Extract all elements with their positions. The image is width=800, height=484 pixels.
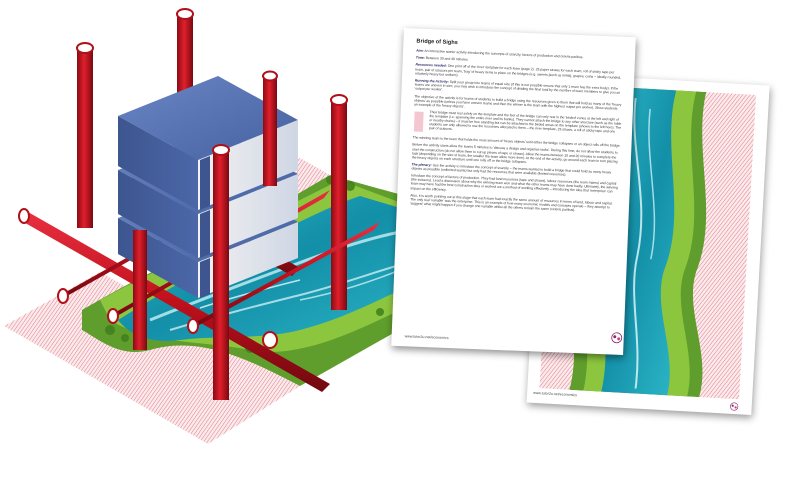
time-text: Between 30 and 40 minutes bbox=[425, 56, 468, 62]
birded-zone-swatch bbox=[413, 111, 424, 132]
worksheet-footer[interactable]: www.tutor2u.net/economics bbox=[404, 334, 449, 341]
rules-paragraph: Their bridge must rest solely on the tem… bbox=[428, 110, 622, 134]
time-label: Time: bbox=[415, 55, 425, 61]
aim-label: Aim: bbox=[416, 48, 424, 53]
worksheet-page: Bridge of Sighs Aim: An interactive star… bbox=[391, 28, 636, 356]
tutor2u-logo-icon bbox=[730, 402, 739, 411]
tutor2u-logo-icon bbox=[611, 332, 623, 344]
template-footer[interactable]: www.tutor2u.net/economics bbox=[533, 390, 578, 398]
straw-supports-front bbox=[133, 70, 278, 400]
